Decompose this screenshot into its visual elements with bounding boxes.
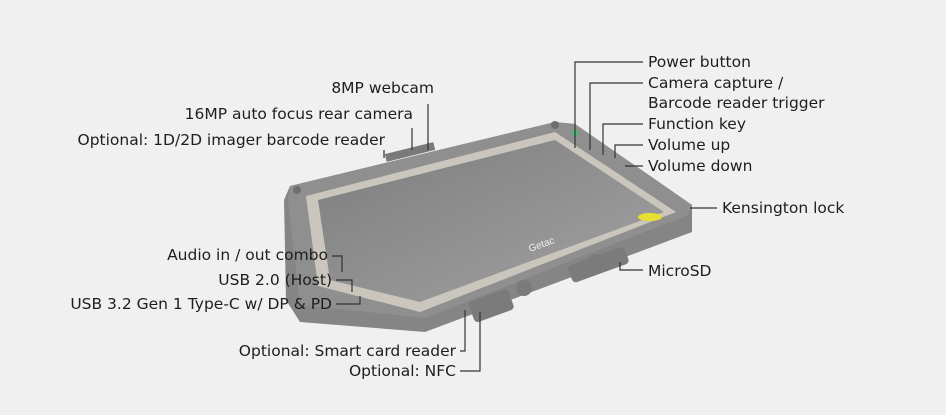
label-kensington-lock: Kensington lock bbox=[722, 199, 845, 217]
label-nfc: Optional: NFC bbox=[348, 362, 456, 380]
label-function-key: Function key bbox=[648, 115, 746, 133]
label-microsd: MicroSD bbox=[648, 262, 712, 280]
label-volume-up: Volume up bbox=[648, 136, 731, 154]
label-volume-down: Volume down bbox=[648, 157, 753, 175]
tablet-body bbox=[284, 121, 692, 332]
label-barcode-trigger: Barcode reader trigger bbox=[648, 94, 825, 112]
screen bbox=[318, 140, 664, 302]
badge-icon bbox=[638, 213, 662, 221]
label-usb2: USB 2.0 (Host) bbox=[218, 271, 332, 289]
label-audio: Audio in / out combo bbox=[167, 246, 328, 264]
leader-lines bbox=[332, 61, 717, 372]
label-barcode-reader: Optional: 1D/2D imager barcode reader bbox=[77, 131, 386, 149]
label-smart-card: Optional: Smart card reader bbox=[238, 342, 456, 360]
label-rear-camera: 16MP auto focus rear camera bbox=[184, 105, 413, 123]
label-power-button: Power button bbox=[648, 53, 751, 71]
label-camera-capture: Camera capture / bbox=[648, 74, 784, 92]
label-usb3: USB 3.2 Gen 1 Type-C w/ DP & PD bbox=[70, 295, 332, 313]
label-webcam: 8MP webcam bbox=[331, 79, 434, 97]
